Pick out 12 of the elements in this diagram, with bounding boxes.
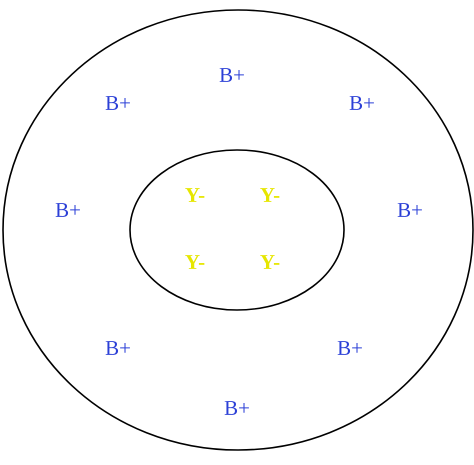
sign-label: B+ <box>106 96 130 110</box>
sign-label: B+ <box>350 96 374 110</box>
sign-label: Y- <box>260 188 280 202</box>
sign-label: B+ <box>56 203 80 217</box>
sign-label: B+ <box>338 341 362 355</box>
sign-label: Y- <box>185 255 204 269</box>
sign-label: Y- <box>260 255 280 269</box>
sign-label: B+ <box>106 341 130 355</box>
sign-label: B+ <box>224 401 249 415</box>
sign-label: B+ <box>220 68 244 82</box>
sign-label: Y- <box>185 188 204 202</box>
sign-label: B+ <box>398 203 422 217</box>
